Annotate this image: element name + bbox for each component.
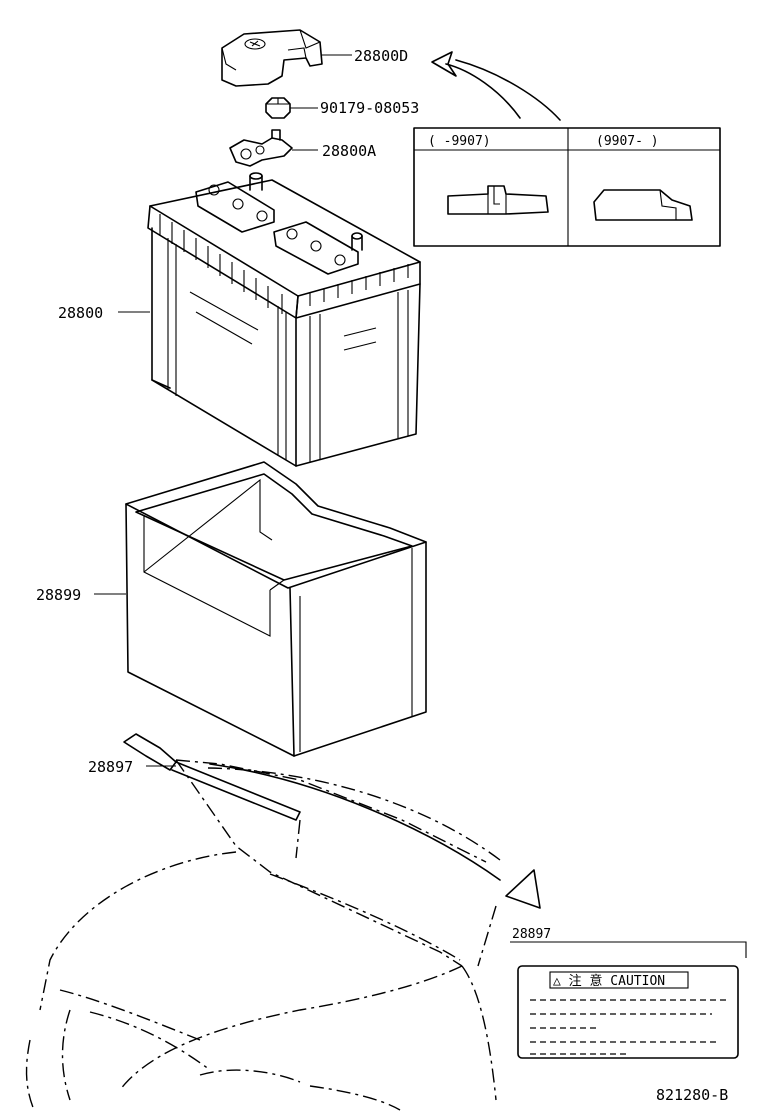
- terminal-cover-label: 28800D: [354, 47, 408, 65]
- inset-col-right: (9907- ): [596, 134, 659, 149]
- hood-outline: [25, 759, 501, 1111]
- detail-arrow-head: [505, 869, 541, 909]
- caution-detail-box: 28897 △ 注 意 CAUTION: [510, 927, 747, 1059]
- inset-arrow: [445, 63, 521, 119]
- battery-drawing: [147, 172, 421, 467]
- inset-arrow-head: [431, 51, 457, 77]
- inset-old-clamp: [447, 185, 549, 215]
- detail-arrow: [209, 763, 501, 881]
- terminal-cover-drawing: [221, 29, 323, 87]
- nut-drawing: [265, 97, 291, 119]
- battery-label: 28800: [58, 304, 103, 322]
- battery-tray-drawing: [125, 461, 427, 757]
- caution-plate-drawing: [123, 733, 301, 821]
- caution-detail-label: 28897: [512, 927, 551, 942]
- inset-box: ( -9907) (9907- ): [413, 127, 721, 247]
- diagram-id: 821280-B: [656, 1086, 728, 1104]
- battery-tray-label: 28899: [36, 586, 81, 604]
- nut-label: 90179-08053: [320, 99, 419, 117]
- terminal-clamp-drawing: [229, 129, 293, 167]
- caution-title: △ 注 意 CAUTION: [553, 973, 665, 989]
- inset-arrow-line2: [455, 59, 561, 121]
- caution-plate-label: 28897: [88, 758, 133, 776]
- terminal-clamp-label: 28800A: [322, 142, 376, 160]
- inset-new-cover: [593, 189, 693, 221]
- inset-col-left: ( -9907): [428, 134, 491, 149]
